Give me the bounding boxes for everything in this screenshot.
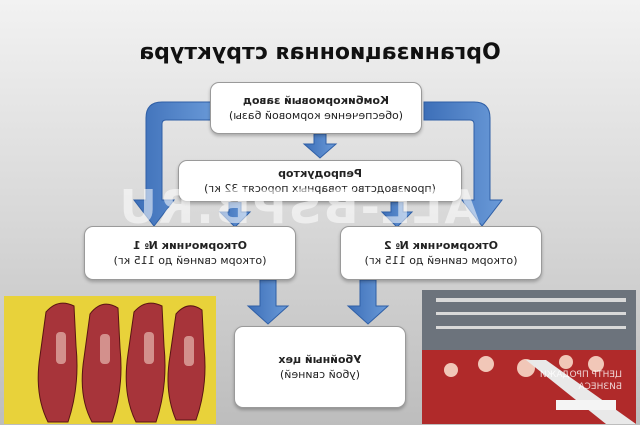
arrow-repro-to-left [380,201,414,228]
arrow-repro-to-right [218,201,252,228]
meat-factory-photo [422,290,636,424]
meat-carcass-photo [4,296,216,424]
box-fattening-2-name: Откормочник № 2 [383,238,499,252]
watermark: ALL-BSPB.RU [117,180,480,234]
arrow-feed-to-right [132,101,217,227]
box-slaughter-name: Убойный цех [278,352,362,366]
box-fattening-2-desc: (откорм свиней до 115 кг) [364,253,518,267]
box-fattening-1: Откормочник № 1 (откорм свиней до 115 кг… [84,226,296,280]
factory-shapes [422,290,636,424]
slide-title: Организационная структура [139,40,501,65]
box-feed-mill-name: Комбикормовый завод [242,93,390,107]
logo-line-2: БИЗНЕСА [578,382,622,392]
box-reproducer-name: Репродуктор [278,166,362,180]
box-feed-mill: Комбикормовый завод (обеспечение кормово… [210,82,422,134]
box-fattening-1-name: Откормочник № 1 [132,238,248,252]
logo-line-1: ЦЕНТР ПРОДАЖИ [539,370,622,380]
arrow-feed-to-repro [302,133,338,159]
arrow-left-to-slaughter [346,279,390,325]
box-fattening-1-desc: (откорм свиней до 115 кг) [113,253,267,267]
box-fattening-2: Откормочник № 2 (откорм свиней до 115 кг… [340,226,542,280]
arrow-feed-to-left [423,101,504,227]
arrow-right-to-slaughter [246,279,290,325]
box-feed-mill-desc: (обеспечение кормовой базы) [228,108,404,122]
carcass-shapes [37,302,206,423]
box-slaughter: Убойный цех (убой свиней) [234,326,406,408]
box-slaughter-desc: (убой свиней) [279,367,361,381]
